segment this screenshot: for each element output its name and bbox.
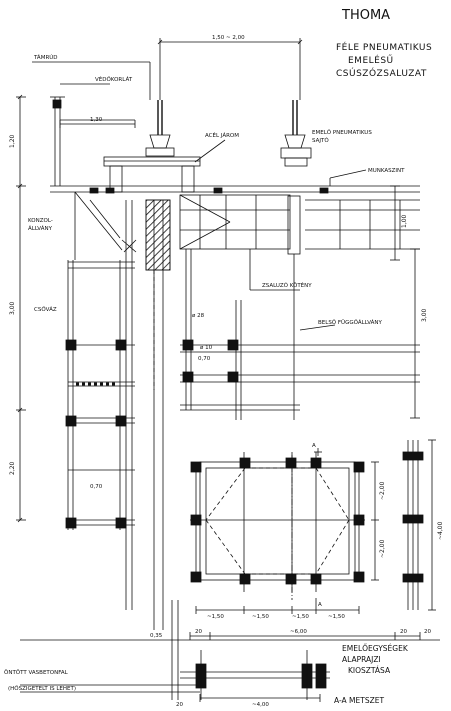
formwork-apron (179, 194, 420, 420)
tube-frame (65, 260, 135, 530)
label-press-2: SAJTÓ (312, 137, 329, 144)
dim-plan-v-400: ~4,00 (437, 521, 444, 540)
dim-plan-h-1: ~1,50 (207, 614, 224, 620)
label-vedokorlat: VÉDŐKORLÁT (95, 75, 133, 83)
dim-v-300-left: 3,00 (9, 301, 16, 315)
dim-v-220: 2,20 (9, 461, 16, 475)
top-span-dimension (157, 38, 303, 100)
dim-section-400: ~4,00 (252, 702, 269, 708)
guardrail (50, 83, 135, 186)
section-caption: A-A METSZET (334, 696, 384, 705)
label-d10: ø 10 (200, 345, 213, 351)
label-acel-jarom: ACÉL JÁROM (205, 131, 239, 139)
plan-caption-line-1: EMELŐEGYSÉGEK (342, 644, 409, 653)
dim-console-width: 1,30 (90, 117, 103, 123)
dim-top-span: 1,50 ~ 2,00 (212, 35, 245, 41)
dim-plan-v-200-b: ~2,00 (379, 539, 386, 558)
label-belso-fuggoallvany: BELSŐ FÜGGŐÁLLVÁNY (318, 319, 382, 326)
label-konzol-2: ÁLLVÁNY (28, 225, 53, 232)
label-csovaz: CSŐVÁZ (34, 306, 57, 313)
label-munkaszint: MUNKASZINT (368, 168, 405, 174)
label-tamrud: TÁMRÚD (33, 54, 58, 61)
dim-plan-h-2: ~1,50 (252, 614, 269, 620)
climbing-rod-left (145, 100, 175, 157)
section-a-a (180, 650, 330, 702)
dim-bottom-20-c: 20 (424, 629, 431, 635)
label-d28: ø 28 (192, 313, 205, 319)
dim-section-20: 20 (176, 702, 183, 708)
label-ontott-2: (HŐSZIGETELT IS LEHET) (8, 685, 76, 692)
concrete-wall-section (145, 199, 171, 630)
right-dimension-upper (390, 185, 420, 419)
dim-v-120: 1,20 (9, 134, 16, 148)
subtitle-line-1: FÉLE PNEUMATIKUS (336, 41, 432, 53)
work-level-deck (50, 169, 420, 194)
subtitle-line-3: CSÚSZÓZSALUZAT (336, 67, 427, 79)
label-zsaluzo-koteny: ZSALUZÓ KÖTÉNY (262, 281, 312, 289)
dim-070-b: 0,70 (90, 484, 103, 490)
dim-bottom-600: ~6,00 (290, 629, 307, 635)
dim-bottom-20-a: 20 (195, 629, 202, 635)
dim-v-300-right: 3,00 (421, 308, 428, 322)
label-ontott-1: ÖNTÖTT VASBETONFAL (4, 669, 69, 676)
dim-plan-h-4: ~1,50 (328, 614, 345, 620)
drawing-title: THOMA (341, 8, 390, 23)
lifting-units-plan (190, 448, 365, 606)
plan-caption-line-2: ALAPRAJZI (342, 655, 381, 664)
label-press-1: EMELŐ PNEUMATIKUS (312, 129, 372, 136)
dim-bottom-20-b: 20 (400, 629, 407, 635)
dim-v-100: 1,00 (401, 214, 408, 228)
dim-035: 0,35 (150, 633, 163, 639)
bottom-dimensions (171, 600, 421, 700)
column-elevation-right (402, 439, 436, 611)
section-mark-top: A (312, 443, 316, 449)
section-mark-bottom: A (318, 602, 322, 608)
subtitle-line-2: EMELÉSŰ (348, 54, 394, 66)
plan-dimensions (195, 461, 379, 614)
left-dimension-chain (16, 94, 26, 523)
label-konzol-1: KONZOL- (28, 218, 53, 224)
dim-070-a: 0,70 (198, 356, 211, 362)
inner-hanging-scaffold (180, 249, 420, 420)
climbing-rod-right (280, 100, 312, 167)
plan-caption-line-3: KIOSZTÁSA (348, 666, 391, 675)
dim-plan-v-200-a: ~2,00 (379, 481, 386, 500)
console-scaffold (74, 191, 123, 260)
dim-plan-h-3: ~1,50 (292, 614, 309, 620)
